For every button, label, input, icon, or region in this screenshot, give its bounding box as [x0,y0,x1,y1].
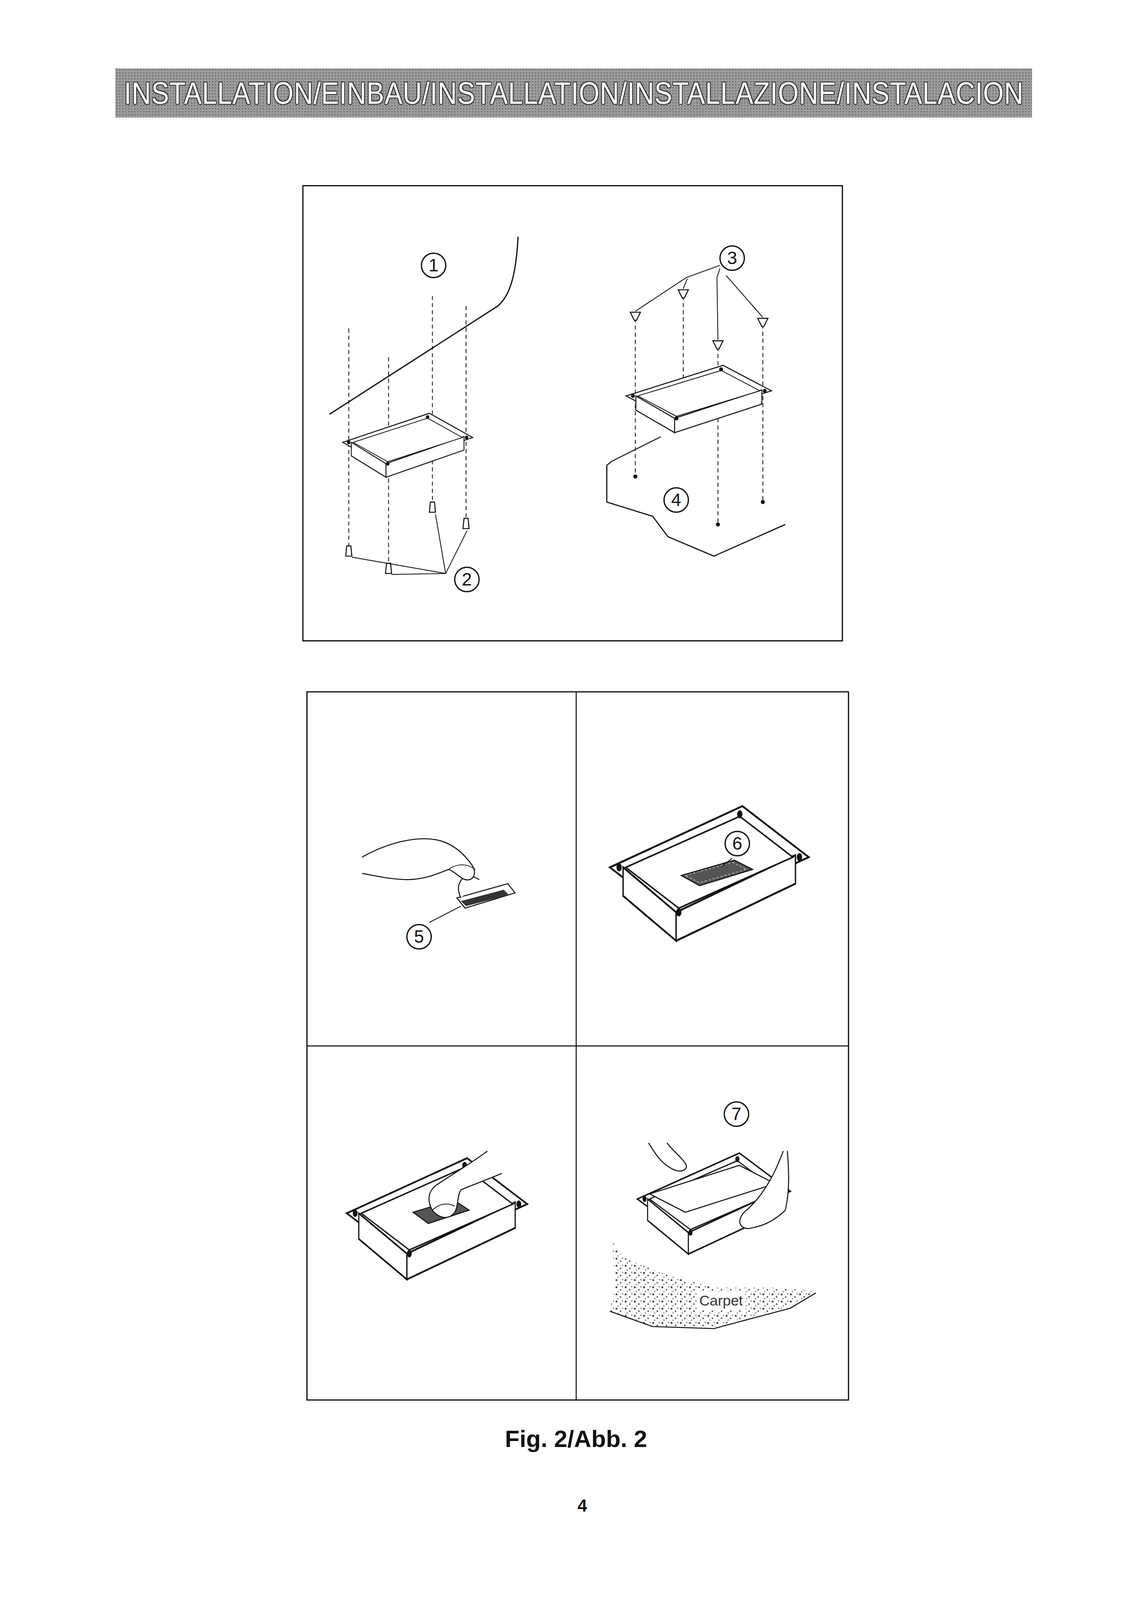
callout-number: 4 [663,486,690,513]
callout-number: 7 [723,1100,750,1127]
header-band: INSTALLATION/EINBAU/INSTALLATION/INSTALL… [115,68,1033,118]
callout-number: 3 [719,245,745,271]
page-number: 4 [577,1495,587,1515]
material-label: Carpet [696,1290,746,1310]
figure-caption: Fig. 2/Abb. 2 [504,1424,648,1452]
callout-number: 6 [724,830,751,857]
callout-number: 2 [454,566,480,593]
callout-number: 1 [420,252,447,279]
header-title: INSTALLATION/EINBAU/INSTALLATION/INSTALL… [123,75,1024,111]
callout-number: 5 [406,923,432,950]
